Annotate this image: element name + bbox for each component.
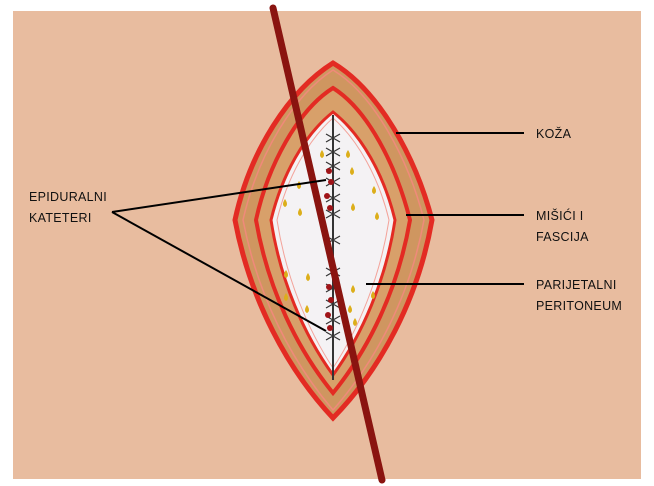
label-skin: KOŽA bbox=[536, 124, 571, 145]
label-peritoneum-line2: PERITONEUM bbox=[536, 296, 622, 317]
label-muscles-line2: FASCIJA bbox=[536, 227, 589, 248]
label-peritoneum-line1: PARIJETALNI bbox=[536, 275, 622, 296]
label-epidural-catheters: EPIDURALNI KATETERI bbox=[29, 187, 107, 229]
label-parietal-peritoneum: PARIJETALNI PERITONEUM bbox=[536, 275, 622, 317]
label-catheters-line2: KATETERI bbox=[29, 208, 107, 229]
label-muscles-line1: MIŠIĆI I bbox=[536, 206, 589, 227]
label-catheters-line1: EPIDURALNI bbox=[29, 187, 107, 208]
label-muscles-fascia: MIŠIĆI I FASCIJA bbox=[536, 206, 589, 248]
label-skin-text: KOŽA bbox=[536, 124, 571, 145]
